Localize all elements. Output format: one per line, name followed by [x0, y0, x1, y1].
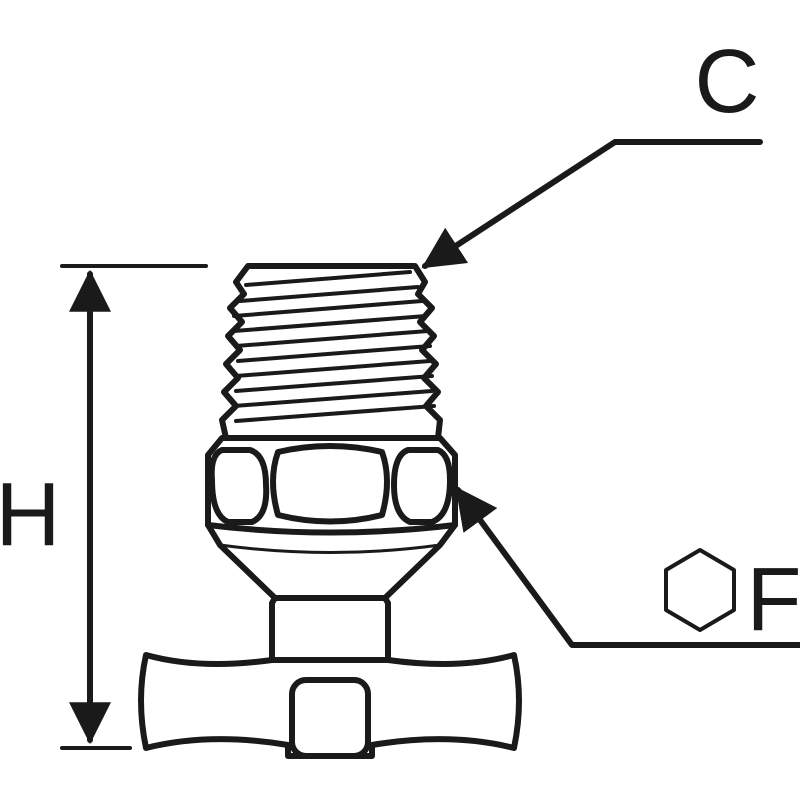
thread-leader-line — [421, 139, 763, 269]
threaded-stem — [219, 263, 443, 441]
thread-label-c: C — [695, 32, 760, 132]
hexagon-icon — [664, 548, 736, 632]
t-handle — [138, 652, 522, 759]
hex-label-f: F — [747, 550, 800, 650]
valve-neck — [269, 595, 391, 668]
height-dimension — [60, 264, 208, 750]
hex-nut — [205, 435, 458, 601]
height-label-h: H — [0, 465, 61, 565]
hex-leader-line — [455, 486, 800, 648]
